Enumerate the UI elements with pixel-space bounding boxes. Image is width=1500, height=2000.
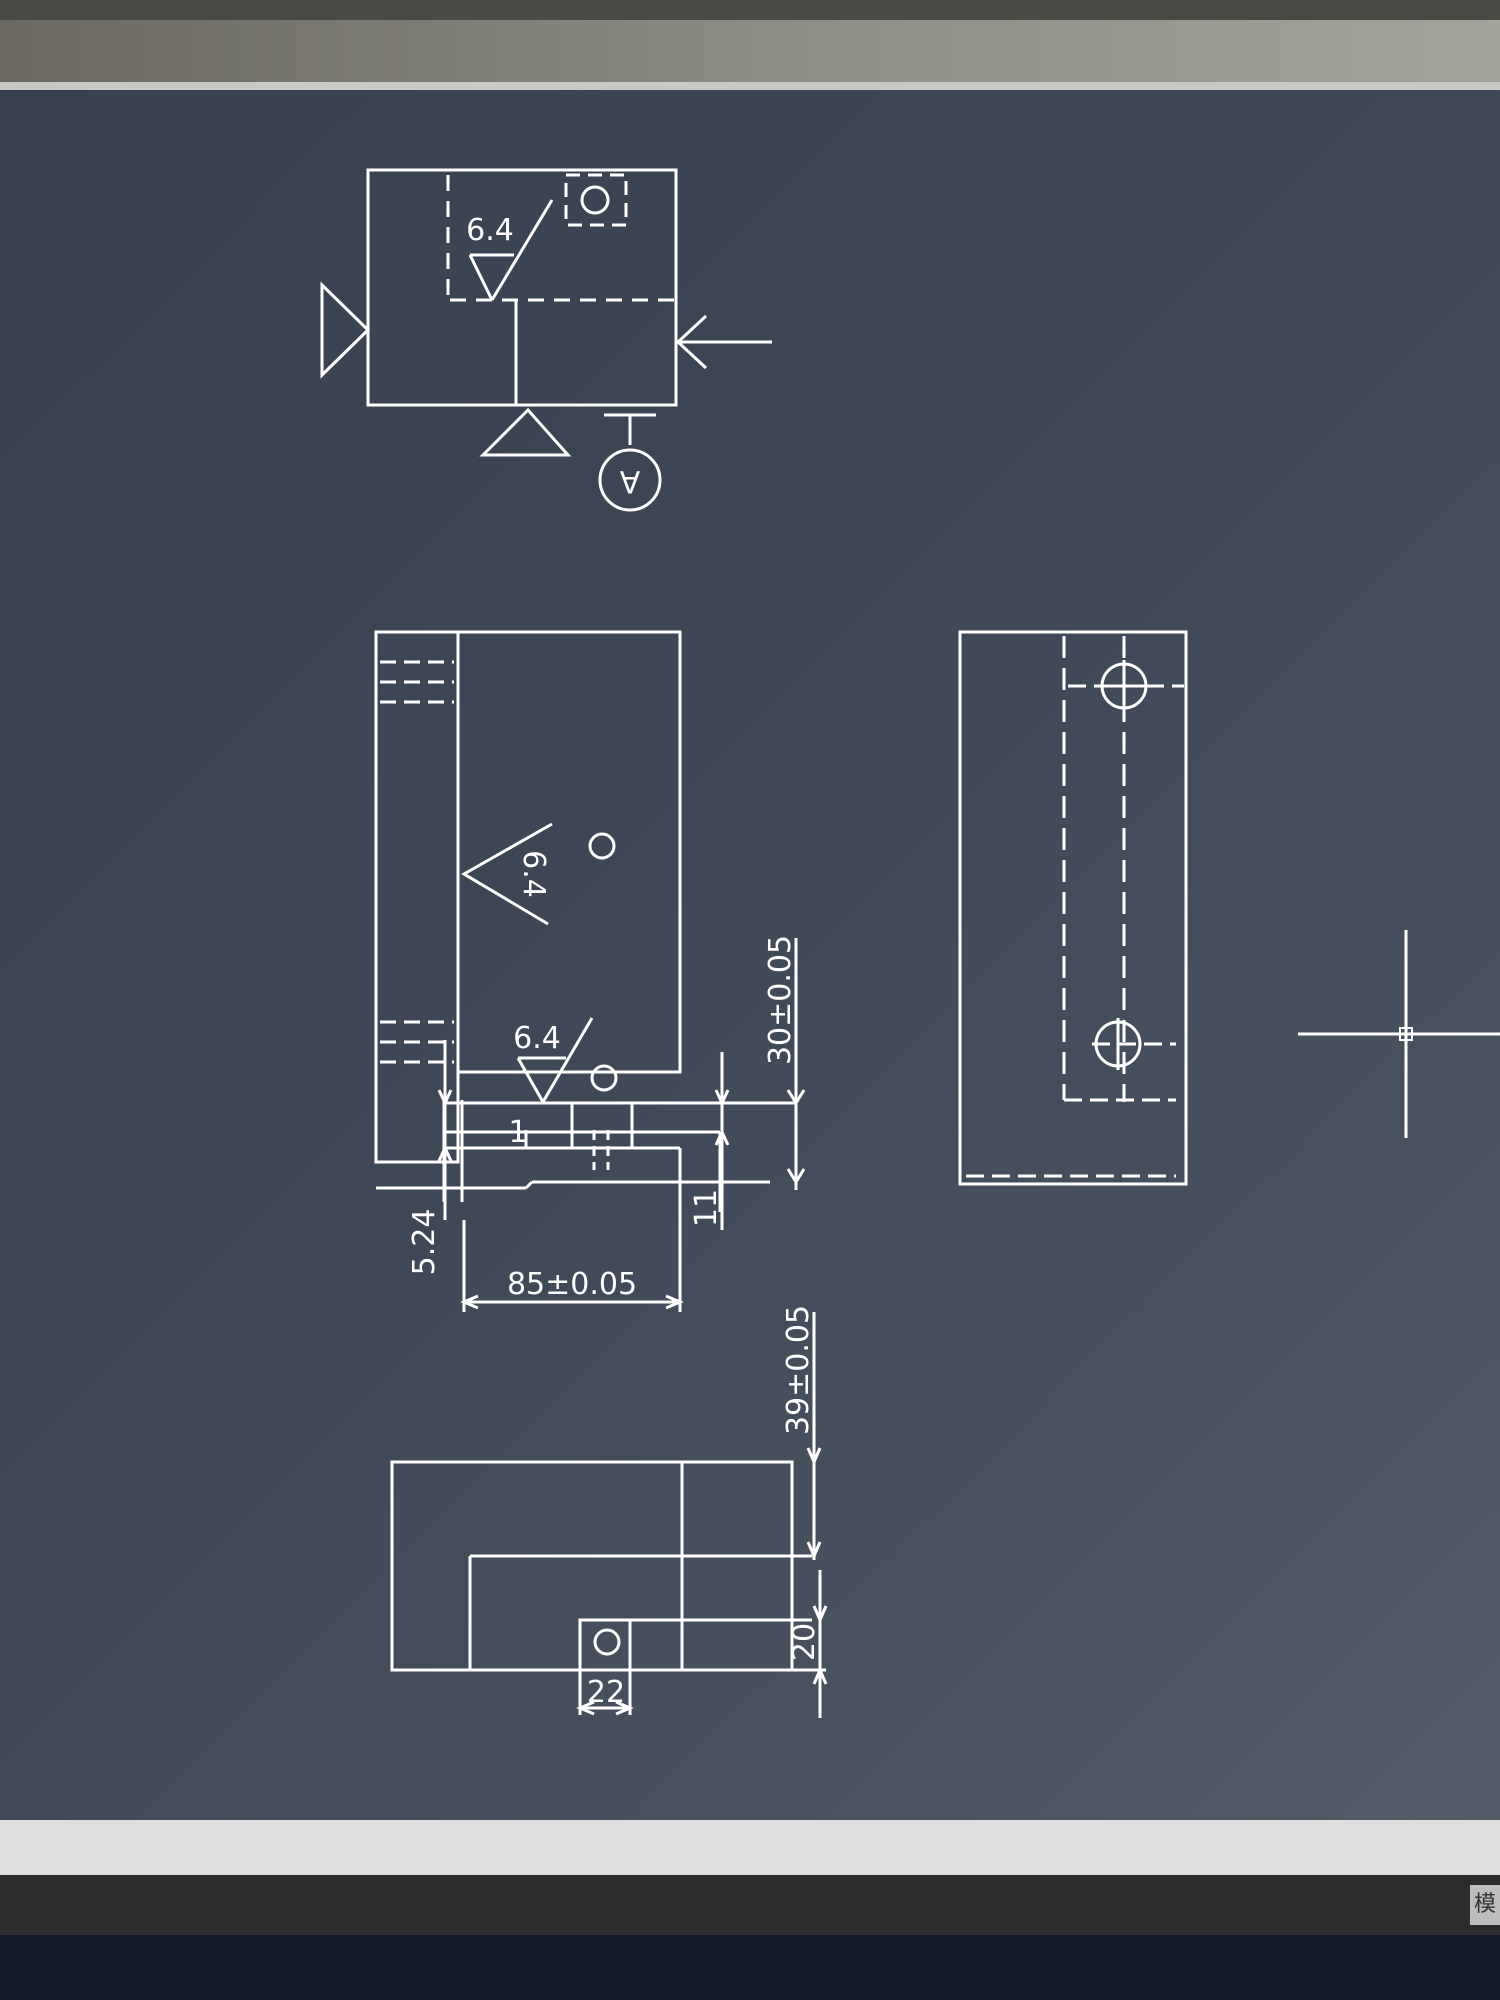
dim-20-arrow-top bbox=[812, 1605, 828, 1624]
side-view-outline bbox=[958, 630, 1188, 1186]
top-view-hole-icon bbox=[580, 185, 610, 215]
datum-triangle-bottom-icon bbox=[479, 407, 572, 457]
dim-85-arrow-right bbox=[665, 1294, 684, 1310]
dim-11-arrow-bottom bbox=[714, 1128, 730, 1146]
dim-85-label: 85±0.05 bbox=[507, 1267, 637, 1302]
bottom-view-pocket bbox=[578, 1618, 632, 1672]
view-marker-circle-icon bbox=[598, 448, 662, 512]
dim-30-arrow-bottom bbox=[786, 1168, 806, 1185]
ribbon-toolbar bbox=[0, 20, 1500, 85]
front-hole-upper-icon bbox=[588, 832, 616, 860]
detail-slot bbox=[570, 1101, 634, 1150]
top-view-outline bbox=[366, 168, 678, 407]
model-tab[interactable]: 模 bbox=[1470, 1885, 1500, 1925]
dim-30-arrow-top bbox=[786, 1089, 806, 1106]
roughness-value-side: 6.4 bbox=[516, 850, 551, 898]
front-dimension-lines bbox=[437, 938, 806, 1310]
roughness-symbol-side-icon bbox=[461, 822, 553, 926]
front-view-flange bbox=[374, 630, 460, 1164]
top-view bbox=[320, 168, 772, 512]
ribbon-edge bbox=[0, 82, 1500, 90]
front-view bbox=[374, 630, 796, 1312]
roughness-value-top: 6.4 bbox=[466, 213, 514, 248]
dim-11-arrow-top bbox=[714, 1089, 730, 1107]
roughness-symbol-top-left-leg bbox=[468, 254, 494, 301]
bottom-view bbox=[390, 1312, 828, 1718]
front-hole-lower-icon bbox=[590, 1064, 618, 1092]
dim-30-label: 30±0.05 bbox=[763, 935, 798, 1065]
roughness-symbol-top-right-leg bbox=[490, 199, 554, 301]
view-marker-label: A bbox=[619, 464, 640, 499]
front-view-main-body bbox=[456, 630, 682, 1074]
dim-22-arrow-right bbox=[615, 1700, 634, 1716]
roughness-symbol-lower-left-leg bbox=[516, 1057, 545, 1103]
monitor-top-bezel bbox=[0, 0, 1500, 20]
dim-39-label: 39±0.05 bbox=[781, 1305, 816, 1435]
bottom-view-hole-icon bbox=[593, 1628, 621, 1656]
roughness-value-lower: 6.4 bbox=[513, 1021, 561, 1056]
drawing-canvas[interactable]: 6.4 6.4 6.4 A 30±0.05 1 5.24 11 85±0.05 … bbox=[0, 90, 1500, 1820]
dim-524-arrow-top bbox=[437, 1089, 453, 1107]
top-view-hidden-pocket bbox=[564, 173, 628, 227]
dim-1-label: 1 bbox=[508, 1115, 527, 1150]
roughness-symbol-lower-right-leg bbox=[541, 1017, 594, 1103]
datum-triangle-left-icon bbox=[320, 281, 371, 379]
dim-39-arrow-top bbox=[806, 1447, 822, 1466]
reference-arrow-head-icon bbox=[675, 314, 708, 370]
detail-line-step bbox=[524, 1180, 534, 1190]
status-bar: 模 bbox=[0, 1875, 1500, 1935]
side-view bbox=[958, 630, 1188, 1186]
dim-22-arrow-left bbox=[576, 1700, 595, 1716]
monitor-bottom-bezel bbox=[0, 1935, 1500, 2000]
bottom-view-outline bbox=[390, 1460, 794, 1672]
dim-11-label: 11 bbox=[689, 1189, 724, 1227]
dim-22-label: 22 bbox=[587, 1675, 625, 1710]
command-line-area[interactable] bbox=[0, 1820, 1500, 1875]
dim-524-arrow-bottom bbox=[437, 1144, 453, 1162]
dim-39-arrow-bottom bbox=[806, 1541, 822, 1560]
dim-20-label: 20 bbox=[787, 1623, 822, 1661]
crosshair-cursor-icon bbox=[1298, 930, 1500, 1138]
dim-524-label: 5.24 bbox=[407, 1209, 442, 1276]
dim-85-arrow-left bbox=[460, 1294, 479, 1310]
